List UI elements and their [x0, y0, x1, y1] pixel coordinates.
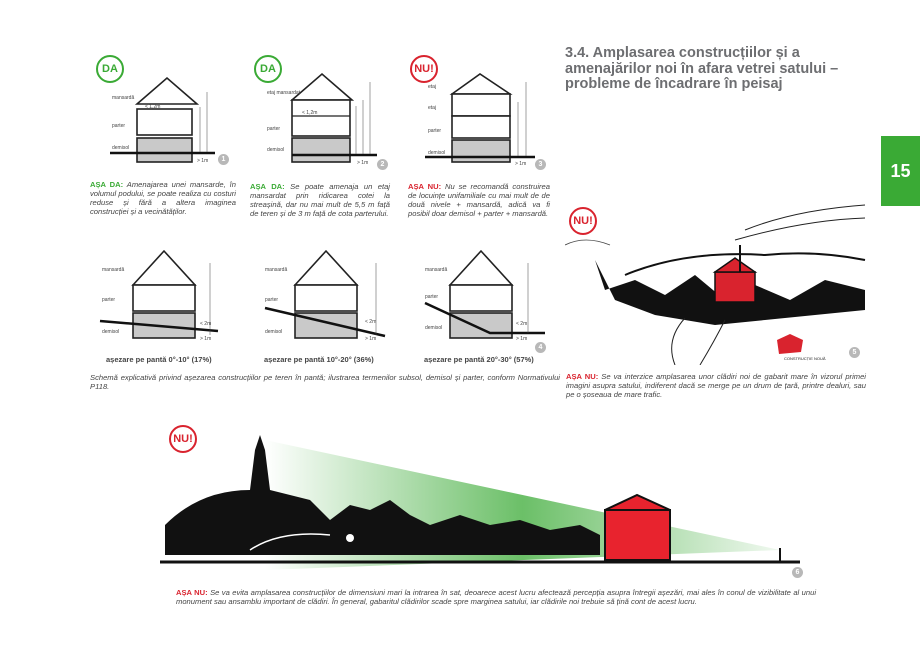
badge-da-1: DA	[96, 55, 124, 83]
dim-1m-1: > 1m	[197, 158, 208, 164]
slope-caption-1: așezare pe pantă 0°-10° (17%)	[106, 355, 212, 364]
slope-caption-3: așezare pe pantă 20°-30° (57%)	[424, 355, 534, 364]
label-mansarda-s2: mansardă	[265, 267, 287, 273]
label-mansarda-1: mansardă	[112, 95, 134, 101]
figure-number-6: 6	[792, 567, 803, 578]
slope-diagram-1: mansardă parter demisol < 2m > 1m	[99, 249, 219, 342]
village-sketch-5: CONSTRUCȚIE NOUĂ	[565, 204, 866, 365]
badge-nu-6: NU!	[169, 425, 197, 453]
label-parter-2: parter	[267, 126, 280, 132]
house-diagram-1: mansardă parter demisol < 1,2m > 1m	[110, 76, 215, 164]
slope-diagram-3: mansardă parter demisol < 2m > 1m	[424, 249, 545, 342]
slope-caption-2: așezare pe pantă 10°-20° (36%)	[264, 355, 374, 364]
dim-2m-s1: < 2m	[200, 321, 211, 327]
panorama-sketch-6	[160, 435, 800, 570]
label-parter-s3: parter	[425, 294, 438, 300]
section-title: 3.4. Amplasarea construcțiilor și a amen…	[565, 45, 839, 92]
label-constructie-noua: CONSTRUCȚIE NOUĂ	[784, 356, 826, 361]
figure-number-3: 3	[535, 159, 546, 170]
label-demisol-s1: demisol	[102, 329, 119, 335]
badge-nu-5: NU!	[569, 207, 597, 235]
dim-2m-s2: < 2m	[365, 319, 376, 325]
dim-2m-s3: < 2m	[516, 321, 527, 327]
dim-1-2m: < 1,2m	[145, 104, 160, 110]
label-mansarda-s3: mansardă	[425, 267, 447, 273]
badge-da-2: DA	[254, 55, 282, 83]
house-diagram-2: etaj mansardat parter demisol < 1,2m > 1…	[267, 72, 377, 166]
caption-nu-5: AȘA NU: Se va interzice amplasarea unor …	[566, 372, 866, 399]
page-number-tab: 15	[881, 136, 920, 206]
label-demisol-s3: demisol	[425, 325, 442, 331]
badge-nu-3: NU!	[410, 55, 438, 83]
label-demisol-1: demisol	[112, 145, 129, 151]
label-etaj-3a: etaj	[428, 84, 436, 90]
slope-diagram-2: mansardă parter demisol < 2m > 1m	[264, 249, 386, 342]
label-demisol-2: demisol	[267, 147, 284, 153]
dim-1m-s1: > 1m	[200, 336, 211, 342]
label-parter-3: parter	[428, 128, 441, 134]
dim-1-2m-2: < 1,2m	[302, 110, 317, 116]
dim-1m-s2: > 1m	[365, 336, 376, 342]
dim-1m-s3: > 1m	[516, 336, 527, 342]
caption-da-1: AȘA DA: Amenajarea unei mansarde, în vol…	[90, 180, 237, 216]
label-etaj-mansardat: etaj mansardat	[267, 90, 301, 96]
caption-nu-6: AȘA NU: Se va evita amplasarea construcț…	[176, 588, 817, 606]
caption-nu-3: AȘA NU: Nu se recomandă construirea de l…	[408, 182, 550, 218]
label-parter-s1: parter	[102, 297, 115, 303]
dim-1m-3: > 1m	[515, 161, 526, 167]
label-parter-1: parter	[112, 123, 125, 129]
label-etaj-3b: etaj	[428, 105, 436, 111]
figure-number-2: 2	[377, 159, 388, 170]
label-demisol-s2: demisol	[265, 329, 282, 335]
dim-1m-2: > 1m	[357, 160, 368, 166]
figure-number-5: 5	[849, 347, 860, 358]
label-mansarda-s1: mansardă	[102, 267, 124, 273]
figure-number-4: 4	[535, 342, 546, 353]
label-parter-s2: parter	[265, 297, 278, 303]
label-demisol-3: demisol	[428, 150, 445, 156]
caption-da-2: AȘA DA: Se poate amenaja un etaj mansard…	[250, 182, 390, 218]
figure-number-1: 1	[218, 154, 229, 165]
house-diagram-3: etaj etaj parter demisol > 1m	[425, 73, 535, 167]
scheme-caption: Schemă explicativă privind așezarea cons…	[90, 373, 560, 391]
